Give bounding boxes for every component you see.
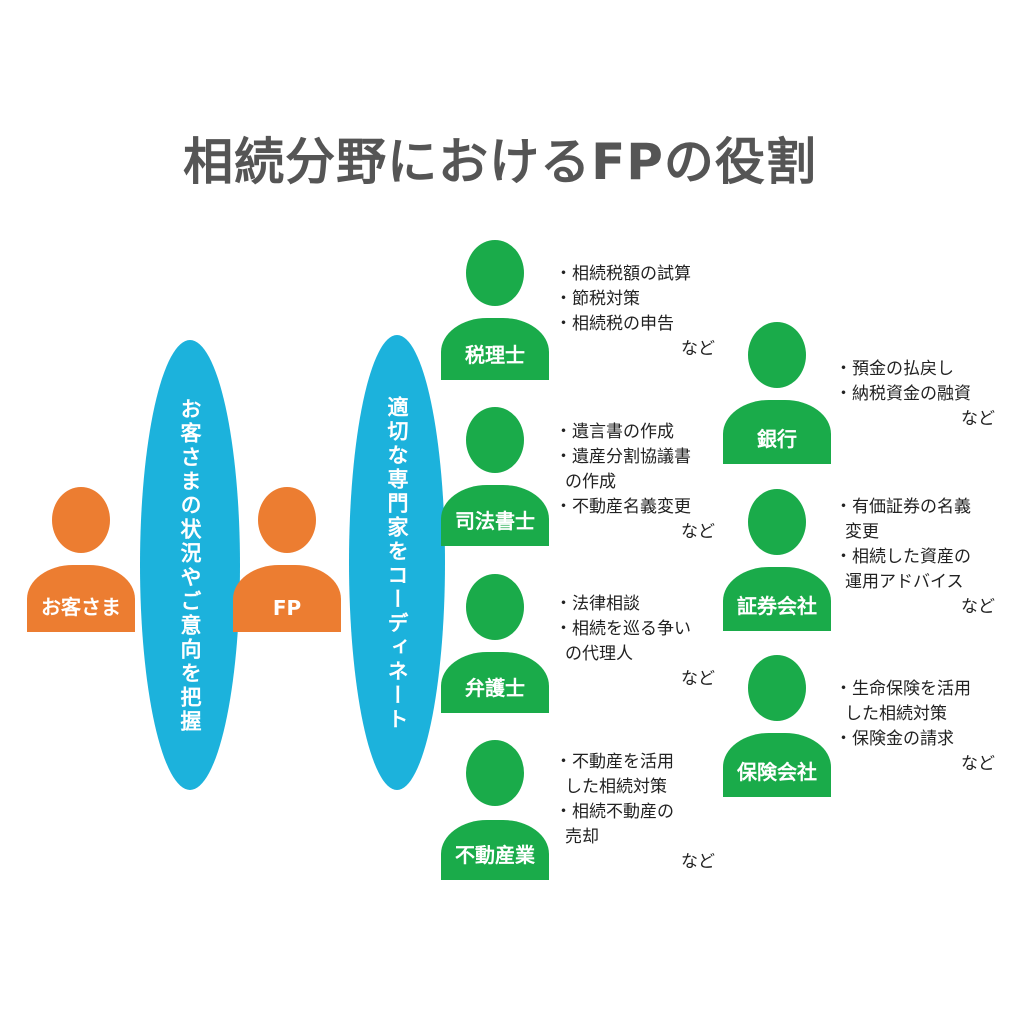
expert-0-label: 税理士: [465, 343, 525, 367]
etc-label: など: [681, 339, 715, 359]
etc-label: など: [681, 522, 715, 542]
customer-figure: お客さま: [27, 565, 135, 632]
duty-item: 変更: [845, 522, 879, 542]
duty-item: の作成: [565, 472, 616, 492]
etc-label: など: [961, 409, 995, 429]
page-title: 相続分野におけるFPの役割: [183, 133, 817, 191]
expert-6-label: 保険会社: [737, 760, 817, 784]
oval-coordinate: [349, 335, 445, 790]
duty-item: ・有価証券の名義: [835, 497, 971, 517]
duty-item: ・相続を巡る争い: [555, 619, 691, 639]
expert-6-duties: ・生命保険を活用した相続対策・保険金の請求など: [835, 677, 995, 777]
duty-item: ・不動産名義変更: [555, 497, 691, 517]
duty-item: 売却: [565, 827, 599, 847]
duty-item: ・不動産を活用: [555, 752, 674, 772]
customer-head-icon: [52, 487, 110, 553]
expert-0-figure: 税理士: [441, 318, 549, 380]
etc-label: など: [681, 669, 715, 689]
expert-5-label: 証券会社: [737, 594, 817, 618]
duty-item: ・相続した資産の: [835, 547, 971, 567]
expert-1-head-icon: [466, 407, 524, 473]
duty-item: ・節税対策: [555, 289, 640, 309]
oval-understand-client: [140, 340, 240, 790]
expert-2-figure: 弁護士: [441, 652, 549, 713]
duty-item: した相続対策: [845, 704, 947, 724]
expert-1-figure: 司法書士: [441, 485, 549, 546]
expert-5-duties: ・有価証券の名義変更・相続した資産の運用アドバイスなど: [835, 495, 995, 620]
expert-3-duties: ・不動産を活用した相続対策・相続不動産の売却など: [555, 750, 715, 875]
expert-3-head-icon: [466, 740, 524, 806]
fp-head-icon: [258, 487, 316, 553]
expert-1-duties: ・遺言書の作成・遺産分割協議書の作成・不動産名義変更など: [555, 420, 715, 545]
expert-4-label: 銀行: [757, 427, 797, 451]
duty-item: 運用アドバイス: [845, 572, 964, 592]
expert-4-duties: ・預金の払戻し・納税資金の融資など: [835, 357, 995, 432]
expert-1-label: 司法書士: [455, 509, 535, 533]
expert-2-label: 弁護士: [465, 676, 525, 700]
duty-item: ・納税資金の融資: [835, 384, 971, 404]
duty-item: の代理人: [565, 644, 633, 664]
duty-item: ・遺言書の作成: [555, 422, 674, 442]
duty-item: ・預金の払戻し: [835, 359, 954, 379]
etc-label: など: [681, 852, 715, 872]
expert-0-head-icon: [466, 240, 524, 306]
etc-label: など: [961, 754, 995, 774]
etc-label: など: [961, 597, 995, 617]
fp-figure: FP: [233, 565, 341, 632]
expert-6-figure: 保険会社: [723, 733, 831, 797]
duty-item: ・法律相談: [555, 594, 640, 614]
duty-item: した相続対策: [565, 777, 667, 797]
duty-item: ・相続不動産の: [555, 802, 674, 822]
expert-5-head-icon: [748, 489, 806, 555]
fp-label: FP: [272, 596, 302, 620]
expert-0-duties: ・相続税額の試算・節税対策・相続税の申告など: [555, 262, 715, 362]
expert-2-head-icon: [466, 574, 524, 640]
customer-label: お客さま: [41, 595, 121, 619]
expert-5-figure: 証券会社: [723, 567, 831, 631]
expert-3-label: 不動産業: [455, 843, 535, 867]
oval-coordinate-text: 適切な専門家をコーディネート: [385, 396, 409, 732]
duty-item: ・保険金の請求: [835, 729, 954, 749]
expert-4-figure: 銀行: [723, 400, 831, 464]
duty-item: ・相続税額の試算: [555, 264, 691, 284]
oval-understand-client-text: お客さまの状況やご意向を把握: [178, 398, 202, 734]
expert-3-figure: 不動産業: [441, 820, 549, 880]
expert-4-head-icon: [748, 322, 806, 388]
duty-item: ・遺産分割協議書: [555, 447, 691, 467]
duty-item: ・相続税の申告: [555, 314, 674, 334]
duty-item: ・生命保険を活用: [835, 679, 971, 699]
expert-6-head-icon: [748, 655, 806, 721]
expert-2-duties: ・法律相談・相続を巡る争いの代理人など: [555, 592, 715, 692]
